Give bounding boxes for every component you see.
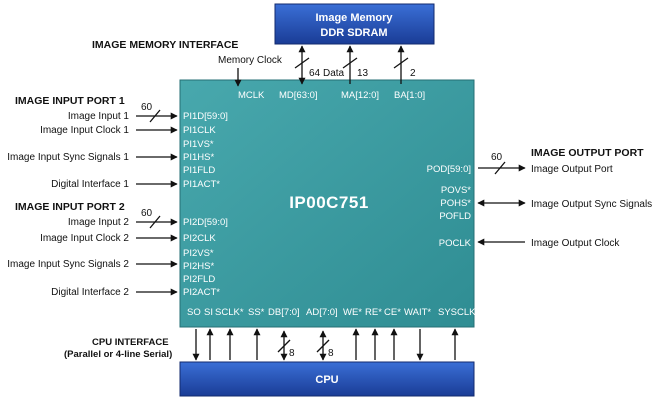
output-port-bus-width: 60 bbox=[491, 152, 503, 163]
digital-interface-2-label: Digital Interface 2 bbox=[51, 287, 129, 298]
pin-pod: POD[59:0] bbox=[427, 164, 471, 175]
memory-title-line1: Image Memory bbox=[315, 12, 393, 24]
image-output-port-label: Image Output Port bbox=[531, 164, 613, 175]
ba-width: 2 bbox=[410, 68, 416, 79]
pin-ce: CE* bbox=[384, 307, 401, 318]
ad-bus-slash bbox=[316, 339, 330, 353]
pin-ba: BA[1:0] bbox=[394, 90, 425, 101]
pin-pi1fld: PI1FLD bbox=[183, 165, 215, 176]
pin-pi2fld: PI2FLD bbox=[183, 274, 215, 285]
image-memory-box: Image Memory DDR SDRAM bbox=[274, 3, 435, 45]
db-bus-slash bbox=[277, 339, 291, 353]
pin-pi2hs: PI2HS* bbox=[183, 261, 214, 272]
ad-width: 8 bbox=[328, 348, 334, 359]
cpu-interface-header: CPU INTERFACE bbox=[92, 337, 169, 348]
image-input-2-slash bbox=[149, 215, 161, 229]
pin-pi1vs: PI1VS* bbox=[183, 139, 214, 150]
pin-re: RE* bbox=[365, 307, 382, 318]
input-port-2-wires bbox=[136, 215, 178, 296]
db-width: 8 bbox=[289, 348, 295, 359]
pin-pi2vs: PI2VS* bbox=[183, 248, 214, 259]
image-output-port-slash bbox=[494, 161, 506, 175]
image-input-2-label: Image Input 2 bbox=[68, 217, 130, 228]
image-input-1-label: Image Input 1 bbox=[68, 111, 130, 122]
chip-block: IP00C751 bbox=[179, 79, 475, 328]
md-width: 64 bbox=[309, 68, 321, 79]
input-port-2-header: IMAGE INPUT PORT 2 bbox=[15, 201, 125, 213]
memory-clock-label: Memory Clock bbox=[218, 55, 283, 66]
pin-pi1act: PI1ACT* bbox=[183, 179, 220, 190]
pin-ad: AD[7:0] bbox=[306, 307, 338, 318]
image-input-clock-2-label: Image Input Clock 2 bbox=[40, 233, 129, 244]
pin-povs: POVS* bbox=[441, 185, 471, 196]
pin-pofld: POFLD bbox=[439, 211, 471, 222]
md-data-label: Data bbox=[323, 68, 345, 79]
input-port-1-bus-width: 60 bbox=[141, 102, 153, 113]
pin-pi1clk: PI1CLK bbox=[183, 125, 216, 136]
input-port-1-wires bbox=[136, 109, 178, 188]
digital-interface-1-label: Digital Interface 1 bbox=[51, 179, 129, 190]
pin-so: SO bbox=[187, 307, 201, 318]
pin-sclk: SCLK* bbox=[215, 307, 244, 318]
cpu-interface-subheader: (Parallel or 4-line Serial) bbox=[64, 349, 172, 360]
input-port-2-bus-width: 60 bbox=[141, 208, 153, 219]
pin-pi1hs: PI1HS* bbox=[183, 152, 214, 163]
image-output-clock-label: Image Output Clock bbox=[531, 238, 620, 249]
pin-pi2act: PI2ACT* bbox=[183, 287, 220, 298]
pin-poclk: POCLK bbox=[439, 238, 472, 249]
md-bus-slash bbox=[294, 57, 310, 69]
pin-pohs: POHS* bbox=[440, 198, 471, 209]
cpu-title: CPU bbox=[315, 374, 338, 386]
cpu-wires bbox=[192, 328, 459, 361]
memory-interface-header: IMAGE MEMORY INTERFACE bbox=[92, 39, 238, 51]
pin-we: WE* bbox=[343, 307, 362, 318]
pin-ss: SS* bbox=[248, 307, 265, 318]
ma-width: 13 bbox=[357, 68, 369, 79]
image-input-1-slash bbox=[149, 109, 161, 123]
pin-si: SI bbox=[204, 307, 213, 318]
input-port-1-header: IMAGE INPUT PORT 1 bbox=[15, 95, 125, 107]
chip-name: IP00C751 bbox=[289, 193, 369, 212]
cpu-box: CPU bbox=[179, 361, 475, 397]
image-input-sync-2-label: Image Input Sync Signals 2 bbox=[7, 259, 129, 270]
ma-bus-slash bbox=[342, 57, 358, 69]
pin-sysclk: SYSCLK bbox=[438, 307, 476, 318]
memory-title-line2: DDR SDRAM bbox=[320, 27, 387, 39]
pin-wait: WAIT* bbox=[404, 307, 431, 318]
image-input-clock-1-label: Image Input Clock 1 bbox=[40, 125, 129, 136]
pin-db: DB[7:0] bbox=[268, 307, 300, 318]
ba-bus-slash bbox=[393, 57, 409, 69]
memory-wires bbox=[234, 45, 409, 87]
image-output-sync-label: Image Output Sync Signals bbox=[531, 199, 652, 210]
pin-pi2clk: PI2CLK bbox=[183, 233, 216, 244]
image-input-sync-1-label: Image Input Sync Signals 1 bbox=[7, 152, 129, 163]
pin-ma: MA[12:0] bbox=[341, 90, 379, 101]
pin-pi1d: PI1D[59:0] bbox=[183, 111, 228, 122]
output-port-wires bbox=[477, 161, 526, 246]
pin-mclk: MCLK bbox=[238, 90, 265, 101]
pin-pi2d: PI2D[59:0] bbox=[183, 217, 228, 228]
output-port-header: IMAGE OUTPUT PORT bbox=[531, 147, 644, 159]
pin-md: MD[63:0] bbox=[279, 90, 318, 101]
